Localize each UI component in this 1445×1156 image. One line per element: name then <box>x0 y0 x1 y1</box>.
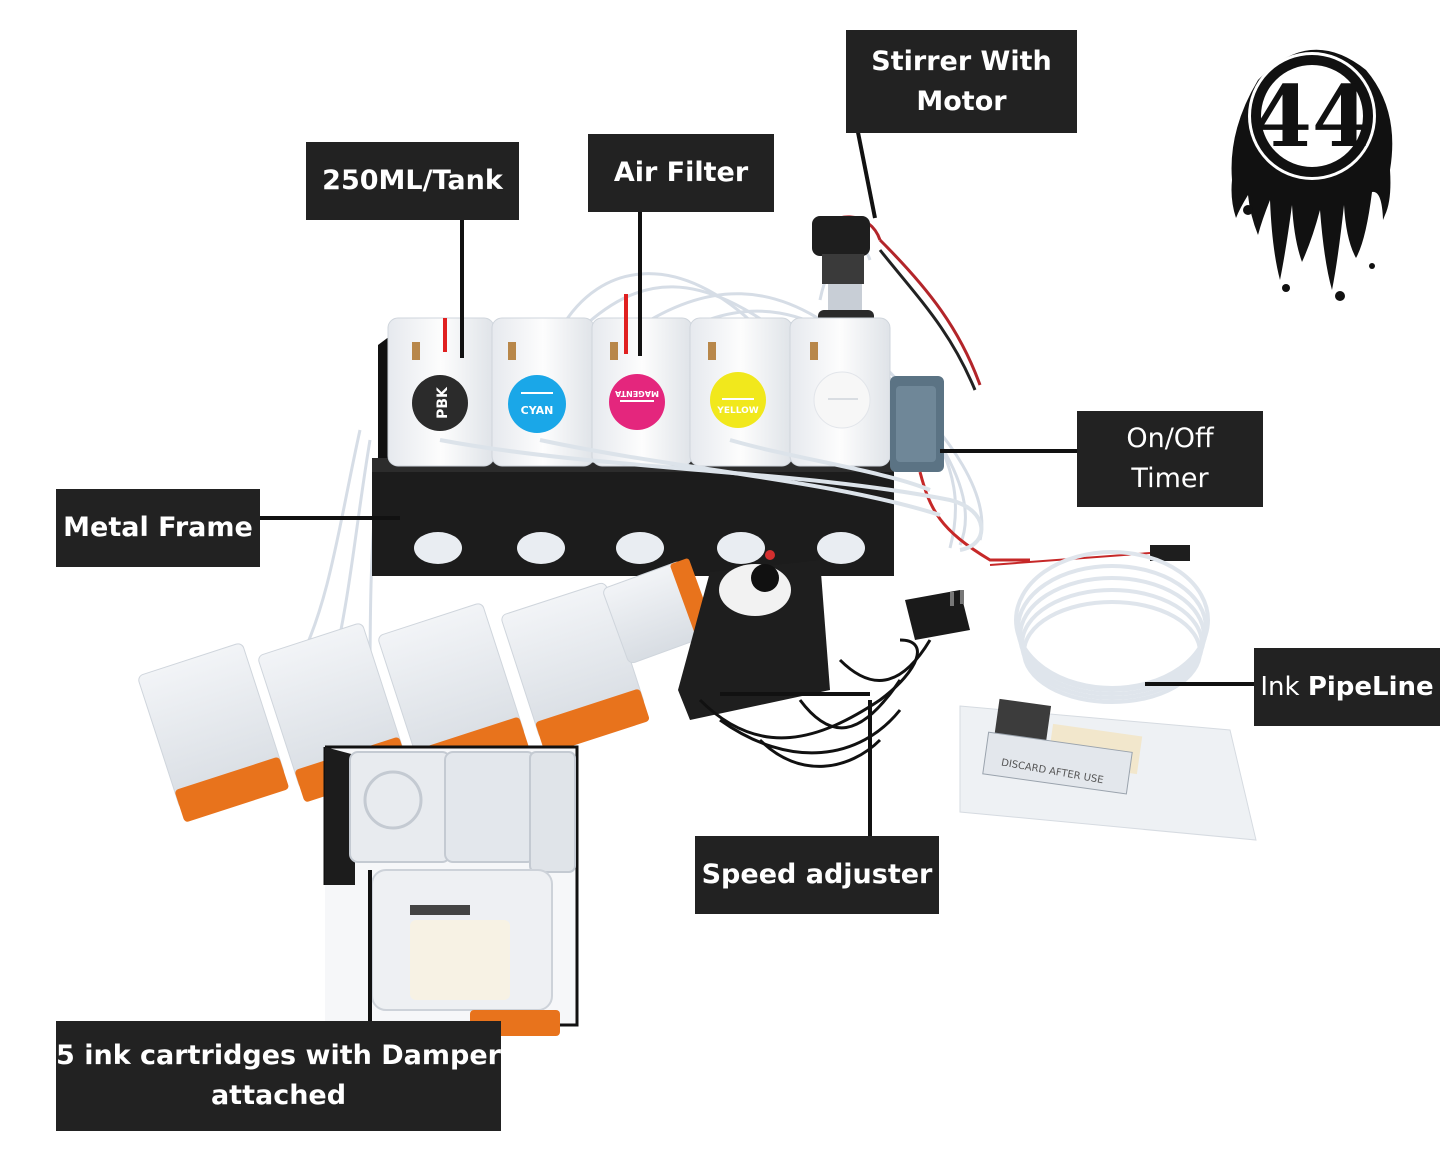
tank-yellow-label: YELLOW <box>716 406 758 416</box>
tank-yellow: YELLOW <box>689 317 793 467</box>
label-tank-capacity: 250ML/Tank <box>306 142 519 220</box>
syringe-pack: DISCARD AFTER USE <box>959 698 1257 841</box>
label-metal-frame: Metal Frame <box>56 489 260 567</box>
label-stirrer-line1: Stirrer With <box>871 45 1052 77</box>
label-ink-pipeline-bold: PipeLine <box>1307 672 1434 702</box>
label-onoff-line2: Timer <box>1131 463 1209 494</box>
label-ink-pipeline-prefix: Ink <box>1260 672 1308 702</box>
tank-white <box>789 317 891 467</box>
ink-tanks: PBK CYAN MAGENTA YELLOW <box>387 294 891 467</box>
label-ink-cartridges: 5 ink cartridges with Damper attached <box>56 1021 501 1131</box>
front-tubes <box>439 438 984 552</box>
speed-adjuster-device <box>678 550 970 768</box>
label-onoff-line1: On/Off <box>1126 423 1214 454</box>
tank-black-label: PBK <box>435 386 451 419</box>
label-air-filter: Air Filter <box>588 134 774 212</box>
label-onoff-timer: On/Off Timer <box>1077 411 1263 507</box>
tank-cyan-label: CYAN <box>521 404 554 417</box>
logo-numerals: 44 <box>1254 67 1371 166</box>
label-stirrer-with-motor: Stirrer With Motor <box>846 30 1077 133</box>
tank-magenta: MAGENTA <box>591 294 693 467</box>
tank-black: PBK <box>387 317 495 467</box>
label-ink-pipeline: Ink PipeLine <box>1254 648 1440 726</box>
drip-circle-44-logo: 44 <box>1231 49 1393 301</box>
label-cartridges-line1: 5 ink cartridges with Damper <box>56 1040 501 1071</box>
label-stirrer-line2: Motor <box>916 85 1007 117</box>
cartridge-zoom-inset <box>323 745 579 1036</box>
ink-pipeline-coil <box>1014 550 1210 704</box>
timer-box <box>890 376 1190 566</box>
tank-magenta-label: MAGENTA <box>614 389 659 398</box>
label-cartridges-line2: attached <box>210 1080 347 1111</box>
tank-cyan: CYAN <box>491 317 595 467</box>
label-speed-adjuster: Speed adjuster <box>695 836 939 914</box>
